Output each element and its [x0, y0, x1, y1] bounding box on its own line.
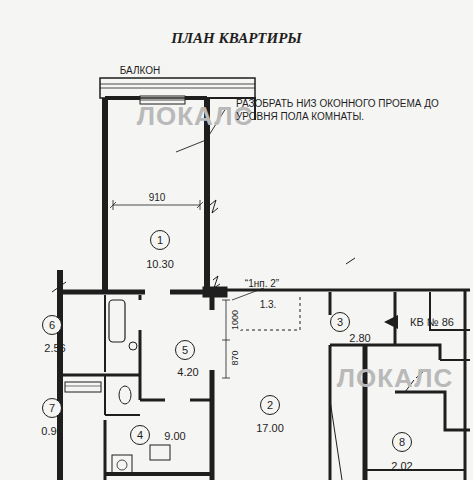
room-number-circle: 3: [330, 312, 350, 332]
room-number: 4: [137, 430, 143, 441]
plan-label: 2.80: [349, 332, 370, 344]
note: РАЗОБРАТЬ НИЗ ОКОННОГО ПРОЕМА ДО УРОВНЯ …: [236, 98, 446, 123]
plan-label: 1.3.: [260, 299, 277, 310]
room-number: 6: [49, 320, 55, 331]
room-number-circle: 8: [392, 432, 412, 452]
room-number-circle: 6: [42, 315, 62, 335]
plan-label: 1000: [231, 310, 241, 330]
plan-label: 4.20: [177, 366, 198, 378]
plan-label: 17.00: [256, 422, 284, 434]
room-number: 1: [157, 235, 163, 246]
room-number: 5: [182, 345, 188, 356]
room-number-circle: 2: [260, 395, 280, 415]
plan-label: 870: [231, 350, 241, 365]
plan-label: 910: [149, 192, 166, 203]
watermark: ЛОКАЛС: [337, 364, 453, 393]
room-number: 3: [337, 317, 343, 328]
room-number-circle: 5: [175, 340, 195, 360]
room-number-circle: 4: [130, 425, 150, 445]
plan-label: 2.56: [44, 342, 65, 354]
plan-label: КВ № 86: [410, 316, 454, 328]
walls: [52, 78, 470, 480]
plan-label: 10.30: [146, 258, 174, 270]
watermark: ЛОКАЛС: [137, 102, 253, 131]
room-number-circle: 7: [42, 398, 62, 418]
plan-label: “1нп. 2”: [245, 278, 279, 289]
entrance-arrow: [384, 315, 398, 329]
plan-label: 2.02: [391, 460, 412, 472]
room-number-circle: 1: [150, 230, 170, 250]
plan-label: БАЛКОН: [120, 65, 161, 76]
room-number: 2: [267, 400, 273, 411]
plan-label: 0.96: [41, 425, 62, 437]
plan-title: ПЛАН КВАРТИРЫ: [0, 30, 473, 47]
room-number: 7: [49, 403, 55, 414]
plan-label: 9.00: [164, 430, 185, 442]
room-number: 8: [399, 437, 405, 448]
